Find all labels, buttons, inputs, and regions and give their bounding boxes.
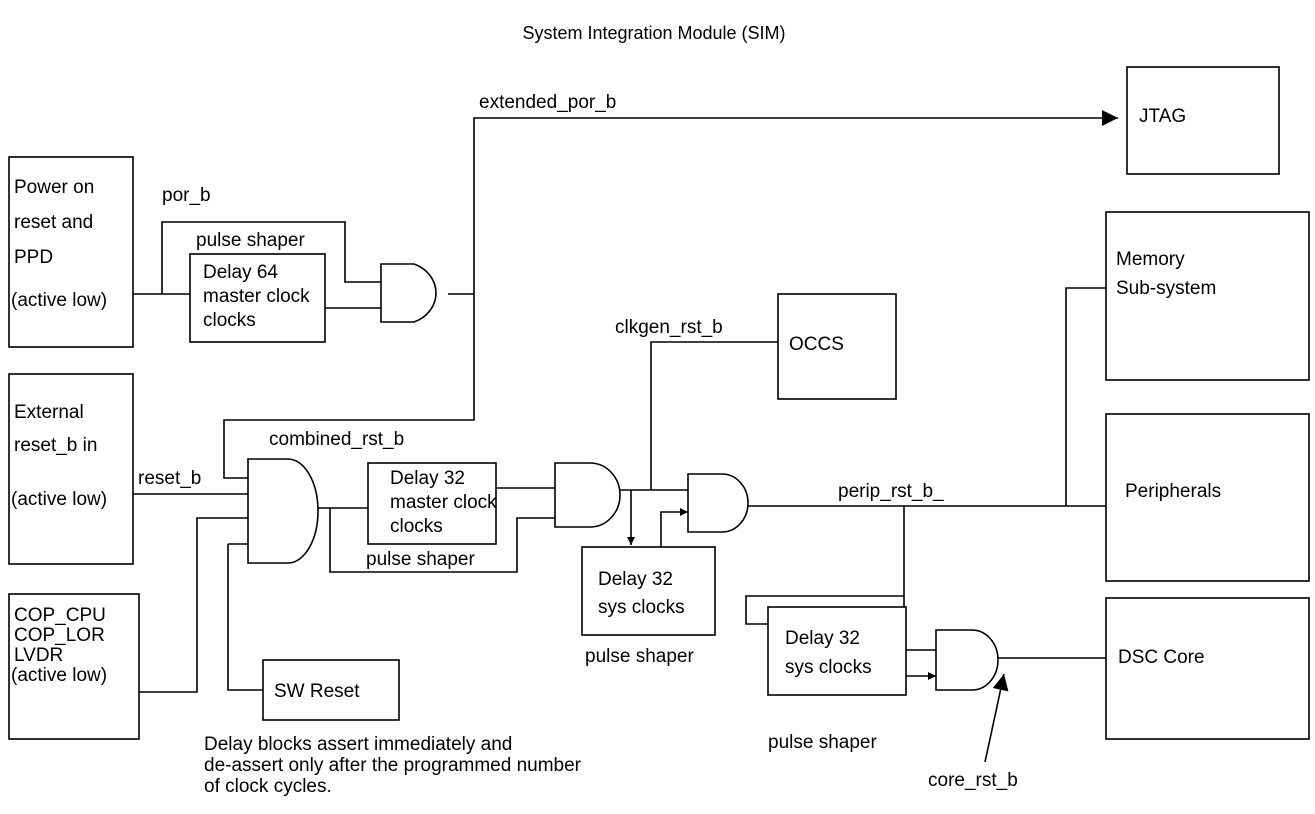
- memory-line-2: Sub-system: [1116, 278, 1216, 299]
- and-gate-por: [380, 263, 437, 323]
- delay32-sys-block-a: Delay 32 sys clocks: [581, 546, 716, 636]
- cop-line-2: COP_LOR: [14, 625, 105, 646]
- delay32-sys-block-b: Delay 32 sys clocks: [767, 606, 907, 696]
- signal-clkgen-rst-b: clkgen_rst_b: [615, 317, 723, 338]
- delay32-master-block: Delay 32 master clock clocks: [367, 462, 497, 545]
- peripherals-label: Peripherals: [1125, 481, 1221, 502]
- sw-reset-label: SW Reset: [274, 681, 360, 702]
- pulse-shaper-label-3: pulse shaper: [585, 646, 694, 667]
- memory-line-1: Memory: [1116, 249, 1185, 270]
- signal-reset-b: reset_b: [138, 468, 201, 489]
- signal-extended-por-b: extended_por_b: [479, 92, 616, 113]
- delay64-line-2: master clock: [203, 286, 310, 307]
- por-line-3: PPD: [14, 247, 53, 268]
- pulse-shaper-label-2: pulse shaper: [366, 549, 475, 570]
- por-line-1: Power on: [14, 177, 94, 198]
- delay32-master-line-2: master clock: [390, 492, 497, 513]
- memory-subsystem-block: Memory Sub-system: [1105, 211, 1310, 381]
- jtag-label: JTAG: [1139, 106, 1186, 127]
- signal-por-b: por_b: [162, 185, 211, 206]
- external-reset-block: External reset_b in (active low): [8, 373, 134, 565]
- delay32-master-line-3: clocks: [390, 516, 443, 537]
- note-line-1: Delay blocks assert immediately and: [204, 734, 512, 755]
- signal-core-rst-b: core_rst_b: [928, 770, 1018, 791]
- delay32-sys-b-line-2: sys clocks: [785, 657, 872, 678]
- ext-reset-line-3: (active low): [11, 489, 107, 510]
- and-gate-core: [935, 629, 999, 691]
- por-block: Power on reset and PPD (active low): [8, 156, 134, 348]
- pulse-shaper-label-1: pulse shaper: [196, 230, 305, 251]
- signal-combined-rst-b: combined_rst_b: [269, 429, 404, 450]
- por-line-4: (active low): [11, 290, 107, 311]
- delay32-master-line-1: Delay 32: [390, 468, 465, 489]
- and-gate-combined: [247, 458, 319, 564]
- sw-reset-block: SW Reset: [262, 659, 400, 721]
- jtag-block: JTAG: [1126, 66, 1280, 175]
- cop-line-1: COP_CPU: [14, 605, 106, 626]
- pulse-shaper-label-4: pulse shaper: [768, 732, 877, 753]
- occs-label: OCCS: [789, 334, 844, 355]
- dsc-core-block: DSC Core: [1105, 597, 1310, 740]
- signal-perip-rst-b: perip_rst_b_: [838, 481, 944, 502]
- wires: [133, 110, 1118, 763]
- delay64-line-1: Delay 64: [203, 262, 278, 283]
- ext-reset-line-1: External: [14, 402, 84, 423]
- delay-note: Delay blocks assert immediately and de-a…: [204, 734, 582, 797]
- diagram-title: System Integration Module (SIM): [522, 23, 785, 43]
- delay32-sys-a-line-2: sys clocks: [598, 597, 685, 618]
- ext-reset-line-2: reset_b in: [14, 435, 97, 456]
- cop-block: COP_CPU COP_LOR LVDR (active low): [8, 593, 140, 740]
- and-gate-clkgen: [554, 462, 621, 528]
- note-line-2: de-assert only after the programmed numb…: [204, 755, 582, 776]
- note-line-3: of clock cycles.: [204, 776, 332, 797]
- delay64-block: Delay 64 master clock clocks: [189, 253, 326, 343]
- and-gate-perip: [687, 473, 749, 533]
- delay64-line-3: clocks: [203, 310, 256, 331]
- cop-line-3: LVDR: [14, 645, 63, 666]
- occs-block: OCCS: [777, 293, 897, 400]
- peripherals-block: Peripherals: [1105, 413, 1310, 582]
- delay32-sys-b-line-1: Delay 32: [785, 628, 860, 649]
- cop-line-4: (active low): [11, 665, 107, 686]
- dsc-core-label: DSC Core: [1118, 647, 1205, 668]
- por-line-2: reset and: [14, 212, 93, 233]
- delay32-sys-a-line-1: Delay 32: [598, 569, 673, 590]
